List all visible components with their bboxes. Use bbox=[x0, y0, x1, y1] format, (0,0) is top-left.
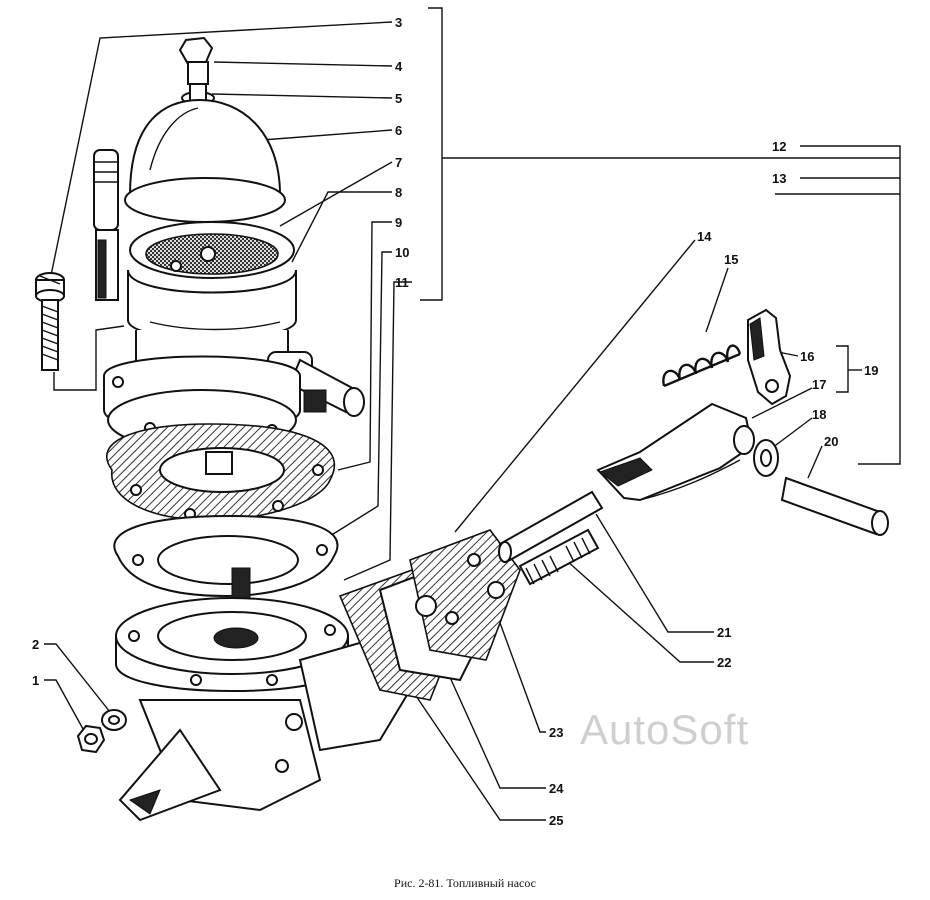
lever-arm bbox=[596, 402, 755, 502]
diaphragm-gasket bbox=[105, 423, 336, 521]
label-7: 7 bbox=[395, 155, 402, 170]
label-2: 2 bbox=[32, 637, 39, 652]
label-6: 6 bbox=[395, 123, 402, 138]
part-numbers: 1 2 3 4 5 6 7 8 9 10 11 12 13 14 15 16 1… bbox=[32, 15, 878, 828]
mounting-gaskets bbox=[338, 529, 521, 701]
label-25: 25 bbox=[549, 813, 563, 828]
label-12: 12 bbox=[772, 139, 786, 154]
nut bbox=[76, 724, 106, 754]
label-17: 17 bbox=[812, 377, 826, 392]
screw bbox=[35, 272, 125, 391]
label-22: 22 bbox=[717, 655, 731, 670]
label-13: 13 bbox=[772, 171, 786, 186]
label-16: 16 bbox=[800, 349, 814, 364]
lever-axle bbox=[780, 476, 889, 536]
watermark-text: AutoSoft bbox=[580, 706, 750, 753]
label-14: 14 bbox=[697, 229, 712, 244]
label-8: 8 bbox=[395, 185, 402, 200]
figure-caption: Рис. 2-81. Топливный насос bbox=[394, 876, 536, 890]
label-4: 4 bbox=[395, 59, 403, 74]
dome-cover bbox=[124, 98, 286, 223]
gasket-ring bbox=[113, 514, 339, 598]
threaded-stud bbox=[518, 528, 600, 586]
label-18: 18 bbox=[812, 407, 826, 422]
label-1: 1 bbox=[32, 673, 39, 688]
label-10: 10 bbox=[395, 245, 409, 260]
label-5: 5 bbox=[395, 91, 402, 106]
label-9: 9 bbox=[395, 215, 402, 230]
label-3: 3 bbox=[395, 15, 402, 30]
label-23: 23 bbox=[549, 725, 563, 740]
lever-spring bbox=[662, 344, 742, 388]
label-11: 11 bbox=[395, 275, 409, 290]
label-15: 15 bbox=[724, 252, 738, 267]
spring-washer bbox=[101, 709, 127, 731]
axle-pin bbox=[498, 490, 604, 563]
filter-screen bbox=[129, 221, 295, 279]
washer bbox=[753, 439, 779, 477]
cam-plate bbox=[747, 308, 792, 406]
label-19: 19 bbox=[864, 363, 878, 378]
top-bolt bbox=[178, 36, 215, 105]
leader-lines bbox=[44, 7, 901, 821]
label-20: 20 bbox=[824, 434, 838, 449]
label-21: 21 bbox=[717, 625, 731, 640]
lower-housing bbox=[115, 567, 349, 692]
label-24: 24 bbox=[549, 781, 564, 796]
vent-tube bbox=[93, 149, 119, 301]
